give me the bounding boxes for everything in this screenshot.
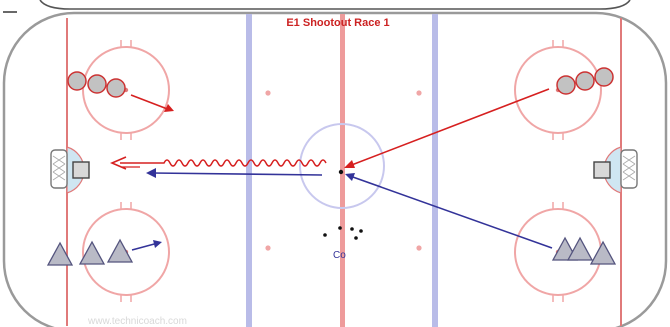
neutral-dot-top-left — [265, 90, 271, 96]
blue-puck-carry-arrow — [146, 168, 323, 178]
rink-boards — [2, 11, 668, 327]
player-triangle-icon — [566, 236, 594, 261]
player-circle-icon — [556, 75, 576, 95]
red-skate-arrow-top-right — [344, 88, 550, 168]
neutral-dot-bottom-left — [265, 245, 271, 251]
player-circle-icon — [87, 74, 107, 94]
watermark-text: www.technicoach.com — [87, 316, 187, 327]
red-skate-arrow-top-left — [130, 94, 174, 112]
right-goal-net-icon — [620, 149, 638, 189]
player-triangle-icon — [106, 238, 134, 263]
right-puck-bucket-icon — [593, 161, 611, 179]
puck-icon — [359, 229, 363, 233]
player-circle-icon — [106, 78, 126, 98]
player-group-top-right — [556, 67, 614, 95]
player-group-bottom-right — [551, 236, 617, 265]
player-group-top-left — [67, 71, 126, 98]
coach-puck-pile — [323, 226, 363, 240]
left-blue-line — [246, 14, 252, 327]
player-triangle-icon — [78, 240, 106, 265]
blue-skate-arrow-bottom-right — [345, 173, 553, 249]
puck-icon — [354, 236, 358, 240]
puck-icon — [350, 227, 354, 231]
blue-skate-arrow-bottom-left — [131, 240, 162, 251]
puck-icon — [338, 226, 342, 230]
red-puck-carry-arrow — [109, 156, 327, 170]
center-puck-icon — [338, 169, 344, 175]
player-triangle-icon — [46, 241, 74, 266]
player-triangle-icon — [589, 240, 617, 265]
right-blue-line — [432, 14, 438, 327]
puck-icon — [323, 233, 327, 237]
rink-top-edge — [3, 0, 631, 13]
neutral-dot-bottom-right — [416, 245, 422, 251]
left-puck-bucket-icon — [72, 161, 90, 179]
coach-label: Co — [333, 250, 346, 261]
player-circle-icon — [67, 71, 87, 91]
player-circle-icon — [575, 71, 595, 91]
player-circle-icon — [594, 67, 614, 87]
neutral-dot-top-right — [416, 90, 422, 96]
player-group-bottom-left — [46, 238, 134, 266]
left-goal-net-icon — [50, 149, 68, 189]
diagram-title: E1 Shootout Race 1 — [286, 17, 389, 29]
center-faceoff-circle — [299, 123, 385, 209]
